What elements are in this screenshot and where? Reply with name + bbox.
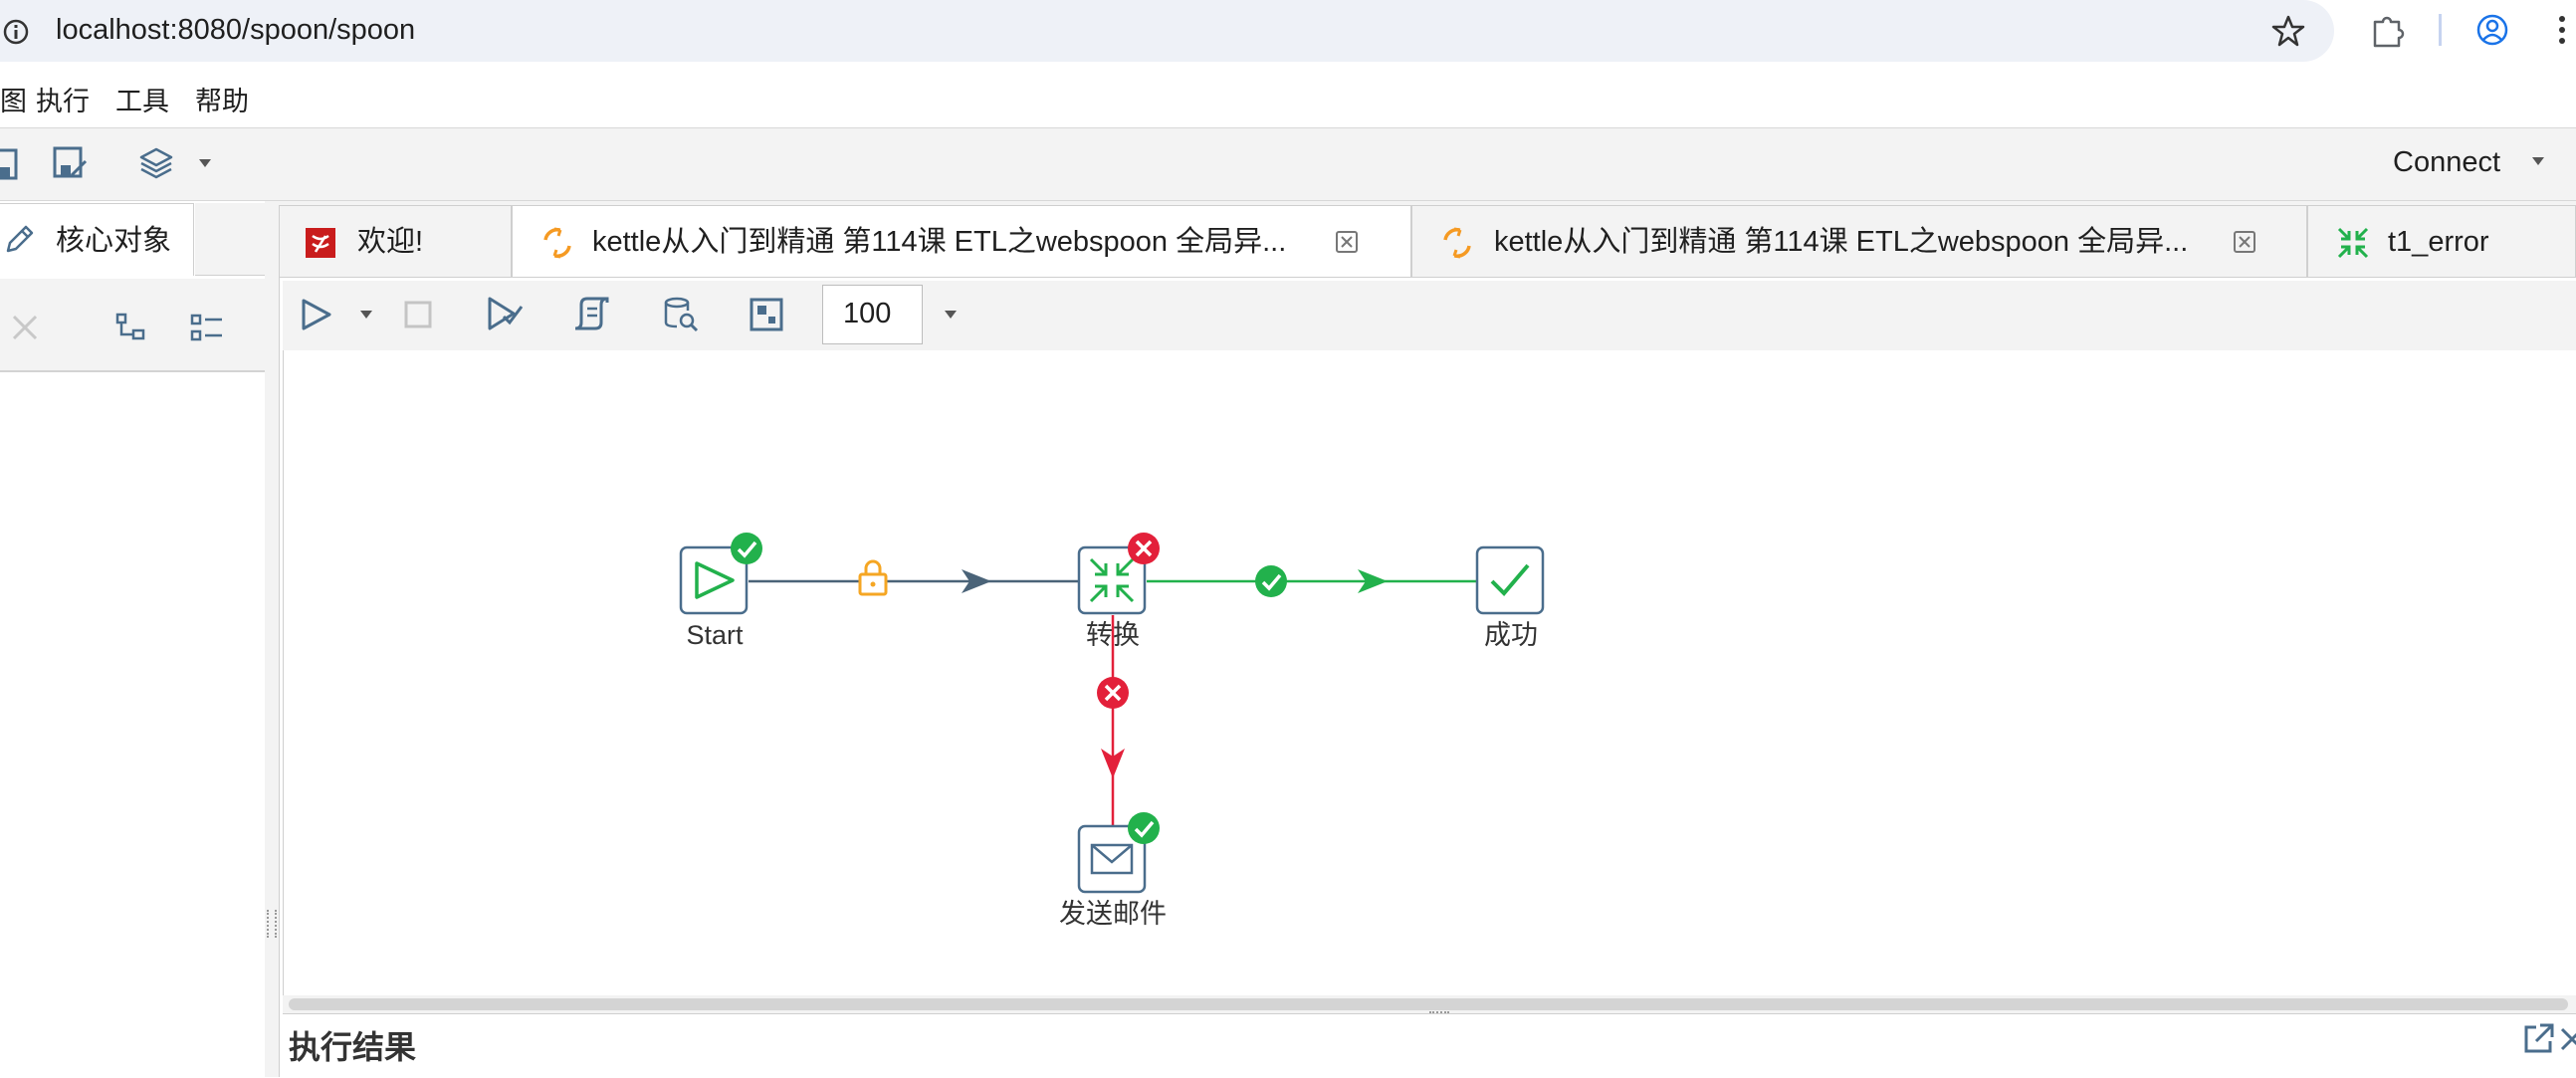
close-icon[interactable]: [10, 313, 40, 342]
url-text[interactable]: localhost:8080/spoon/spoon: [56, 14, 416, 46]
hop-transform-to-success[interactable]: [1147, 569, 1477, 593]
core-objects-label: 核心对象: [56, 225, 172, 257]
tab-label: t1_error: [2388, 226, 2489, 258]
star-icon[interactable]: [2271, 14, 2305, 48]
close-tab-icon[interactable]: [2233, 230, 2256, 254]
stop-icon[interactable]: [402, 299, 434, 330]
expand-list-icon[interactable]: [189, 311, 225, 344]
menu-item-tools[interactable]: 工具: [115, 87, 169, 116]
explore-db-icon[interactable]: [661, 295, 701, 334]
node-success[interactable]: [1475, 545, 1545, 615]
maximize-icon[interactable]: [2520, 1021, 2556, 1057]
collapse-tree-icon[interactable]: [113, 311, 147, 344]
extensions-icon[interactable]: [2369, 12, 2405, 48]
main-toolbar: [0, 127, 2576, 201]
transformation-icon: [2337, 227, 2369, 259]
address-bar[interactable]: [0, 0, 2334, 62]
menu-item-help[interactable]: 帮助: [195, 87, 249, 116]
close-tab-icon[interactable]: [1335, 230, 1359, 254]
node-start[interactable]: [679, 545, 749, 615]
tab-welcome[interactable]: 欢迎!: [279, 205, 512, 277]
left-tools-bar: [0, 279, 265, 372]
menu-bar: [0, 77, 2576, 126]
more-icon[interactable]: [2554, 12, 2570, 48]
results-panel: [283, 1013, 2576, 1078]
zoom-value: 100: [843, 298, 892, 329]
success-badge-icon: [731, 533, 762, 564]
hop-transform-to-mail[interactable]: [1101, 615, 1125, 826]
node-transformation[interactable]: [1077, 545, 1147, 615]
save-as-icon[interactable]: [52, 145, 90, 183]
left-tab-strip: [195, 203, 265, 276]
success-hop-icon: [1255, 565, 1287, 597]
tab-job-2[interactable]: kettle从入门到精通 第114课 ETL之webspoon 全局异...: [1411, 205, 2307, 277]
connect-button[interactable]: Connect: [2393, 146, 2501, 178]
profile-icon[interactable]: [2474, 12, 2510, 48]
save-icon[interactable]: [0, 147, 20, 181]
sql-icon[interactable]: [574, 295, 613, 332]
node-label-transformation: 转换: [1086, 620, 1140, 650]
job-icon: [1443, 227, 1471, 259]
info-icon[interactable]: [2, 18, 30, 46]
toolbar-divider: [2439, 14, 2442, 46]
chevron-down-icon: [945, 311, 957, 319]
node-send-mail[interactable]: [1077, 824, 1147, 894]
results-title: 执行结果: [289, 1029, 417, 1065]
job-icon: [543, 227, 571, 259]
layers-icon[interactable]: [137, 145, 175, 181]
success-badge-icon: [1128, 812, 1160, 844]
scrollbar-thumb[interactable]: [289, 998, 2568, 1010]
error-hop-icon: [1097, 677, 1129, 709]
pencil-icon: [6, 225, 34, 253]
zoom-dropdown[interactable]: [922, 285, 979, 344]
error-badge-icon: [1128, 533, 1160, 564]
run-options-chevron-icon[interactable]: [358, 309, 374, 321]
menu-item-graph[interactable]: 图: [0, 87, 27, 116]
tab-t1-error[interactable]: t1_error: [2307, 205, 2576, 277]
menu-item-run[interactable]: 执行: [36, 87, 90, 116]
chevron-down-icon[interactable]: [2530, 155, 2546, 167]
splitter-grip[interactable]: [267, 910, 277, 938]
close-results-icon[interactable]: [2560, 1023, 2576, 1055]
tab-label: 欢迎!: [357, 226, 424, 258]
job-canvas[interactable]: [283, 350, 2576, 997]
chevron-down-icon[interactable]: [197, 157, 213, 169]
tab-label: kettle从入门到精通 第114课 ETL之webspoon 全局异...: [1494, 226, 2189, 258]
lock-icon: [858, 559, 888, 596]
node-label-send-mail: 发送邮件: [1059, 899, 1167, 929]
hop-start-to-transform[interactable]: [749, 569, 1079, 593]
tab-job-1[interactable]: kettle从入门到精通 第114课 ETL之webspoon 全局异...: [512, 205, 1411, 277]
tab-core-objects[interactable]: [0, 203, 194, 276]
node-label-start: Start: [686, 620, 744, 650]
grid-icon[interactable]: [749, 297, 784, 332]
panel-splitter[interactable]: [265, 201, 280, 1077]
run-icon[interactable]: [299, 297, 334, 332]
node-label-success: 成功: [1484, 620, 1538, 650]
check-icon[interactable]: [486, 295, 526, 332]
tab-label: kettle从入门到精通 第114课 ETL之webspoon 全局异...: [592, 226, 1287, 258]
welcome-icon: [306, 228, 335, 258]
